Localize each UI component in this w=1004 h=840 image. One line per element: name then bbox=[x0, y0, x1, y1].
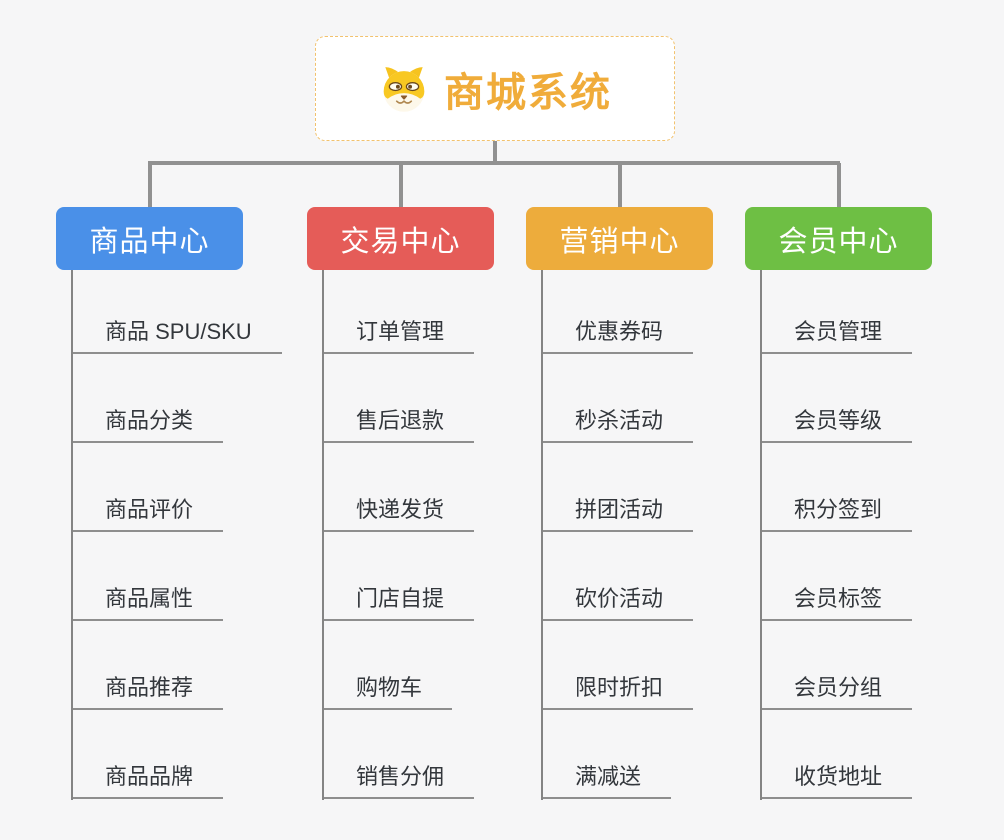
connector-branch-stub bbox=[837, 163, 841, 207]
connector-root-stub bbox=[493, 141, 497, 163]
leaf-node[interactable]: 积分签到 bbox=[760, 492, 913, 532]
leaf-node[interactable]: 拼团活动 bbox=[541, 492, 694, 532]
branch-label: 交易中心 bbox=[340, 225, 461, 258]
shiba-dog-icon bbox=[383, 66, 425, 112]
leaf-node[interactable]: 限时折扣 bbox=[541, 670, 694, 710]
root-title: 商城系统 bbox=[444, 70, 612, 115]
leaf-node[interactable]: 商品推荐 bbox=[71, 670, 224, 710]
leaf-node[interactable]: 商品品牌 bbox=[71, 759, 224, 799]
branch-trunk-line bbox=[71, 270, 73, 800]
leaf-node[interactable]: 优惠券码 bbox=[541, 314, 694, 354]
leaf-node[interactable]: 会员等级 bbox=[760, 403, 913, 443]
leaf-node[interactable]: 快递发货 bbox=[322, 492, 475, 532]
leaf-node[interactable]: 满减送 bbox=[541, 759, 672, 799]
branch-product-center[interactable]: 商品中心 bbox=[56, 207, 243, 270]
branch-label: 商品中心 bbox=[89, 225, 210, 258]
leaf-node[interactable]: 收货地址 bbox=[760, 759, 913, 799]
leaf-node[interactable]: 商品评价 bbox=[71, 492, 224, 532]
connector-branch-stub bbox=[618, 163, 622, 207]
leaf-node[interactable]: 会员分组 bbox=[760, 670, 913, 710]
leaf-node[interactable]: 购物车 bbox=[322, 670, 453, 710]
leaf-node[interactable]: 销售分佣 bbox=[322, 759, 475, 799]
branch-marketing-center[interactable]: 营销中心 bbox=[526, 207, 713, 270]
branch-member-center[interactable]: 会员中心 bbox=[745, 207, 932, 270]
branch-trunk-line bbox=[541, 270, 543, 800]
leaf-node[interactable]: 商品 SPU/SKU bbox=[71, 314, 282, 354]
branch-label: 营销中心 bbox=[559, 225, 680, 258]
connector-branch-stub bbox=[399, 163, 403, 207]
connector-horizontal bbox=[148, 161, 840, 165]
leaf-node[interactable]: 砍价活动 bbox=[541, 581, 694, 621]
branch-trade-center[interactable]: 交易中心 bbox=[307, 207, 494, 270]
leaf-node[interactable]: 秒杀活动 bbox=[541, 403, 694, 443]
connector-branch-stub bbox=[148, 163, 152, 207]
branch-trunk-line bbox=[322, 270, 324, 800]
branch-trunk-line bbox=[760, 270, 762, 800]
leaf-node[interactable]: 会员管理 bbox=[760, 314, 913, 354]
leaf-node[interactable]: 商品属性 bbox=[71, 581, 224, 621]
root-node[interactable]: 商城系统 bbox=[315, 36, 675, 141]
leaf-node[interactable]: 商品分类 bbox=[71, 403, 224, 443]
leaf-node[interactable]: 会员标签 bbox=[760, 581, 913, 621]
branch-label: 会员中心 bbox=[778, 225, 899, 258]
leaf-node[interactable]: 售后退款 bbox=[322, 403, 475, 443]
leaf-node[interactable]: 门店自提 bbox=[322, 581, 475, 621]
leaf-node[interactable]: 订单管理 bbox=[322, 314, 475, 354]
